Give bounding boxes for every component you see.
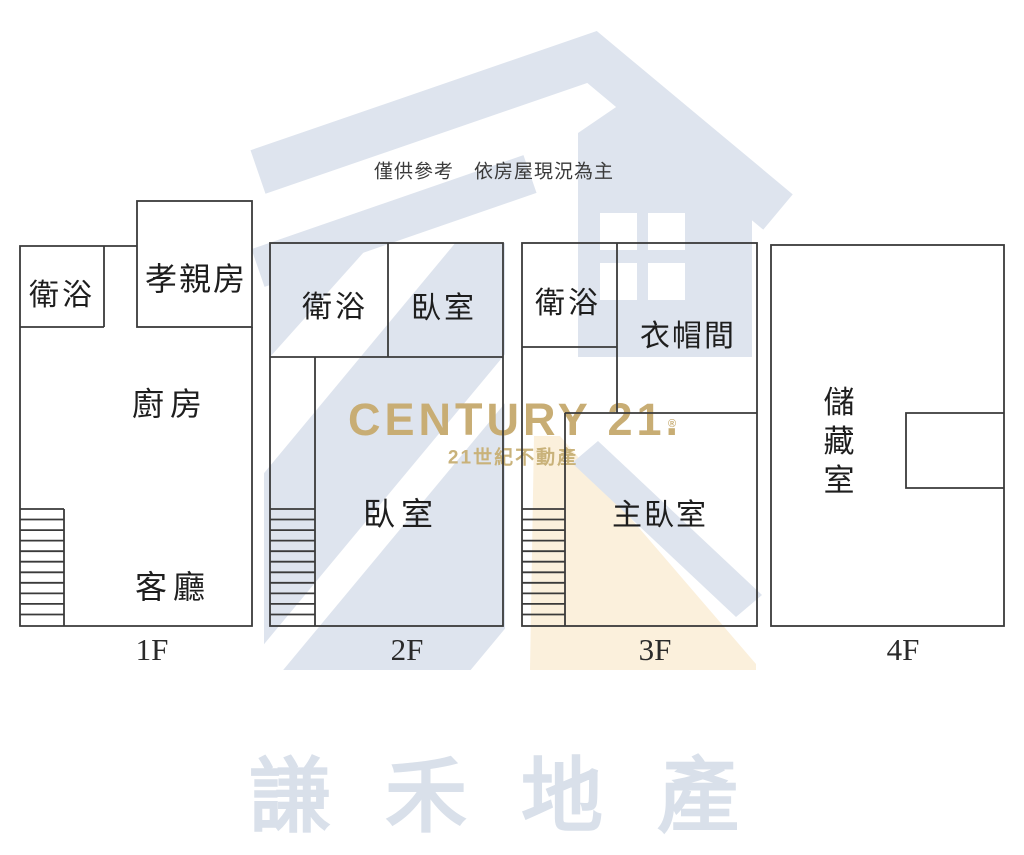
stairs-1f xyxy=(20,508,65,626)
room-label-bedroom-large-2f: 臥室 xyxy=(362,495,440,533)
monogram-bands-watermark xyxy=(264,243,505,670)
century21-logo-subtext: 21世紀不動產 xyxy=(447,447,579,469)
room-label-living-room-1f: 客廳 xyxy=(134,568,212,606)
floorplan-4f xyxy=(770,244,1005,627)
floorplan-2f xyxy=(269,242,504,627)
century21-logo-text: CENTURY 21. xyxy=(347,394,683,445)
room-label-bathroom-3f: 衛浴 xyxy=(535,286,601,321)
disclaimer-text: 僅供參考 依房屋現況為主 xyxy=(373,160,615,183)
roof-chevron-watermark-icon xyxy=(250,31,793,230)
room-label-bathroom-2f: 衛浴 xyxy=(302,290,368,325)
floor-label-2f: 2F xyxy=(390,632,424,667)
beige-triangle-watermark-icon xyxy=(530,436,756,670)
room-label-walk-in-closet-3f: 衣帽間 xyxy=(640,319,736,354)
floor-label-1f: 1F xyxy=(135,632,169,667)
registered-mark: ® xyxy=(668,418,677,430)
floor-label-3f: 3F xyxy=(638,632,672,667)
floor-label-4f: 4F xyxy=(886,632,920,667)
floorplan-1f xyxy=(19,200,253,627)
floorplan-3f xyxy=(521,242,758,627)
closet-nook-4f xyxy=(905,412,1004,489)
agency-name: 謙禾地產 xyxy=(248,751,794,843)
stairs-2f xyxy=(270,508,315,616)
room-label-storage-room-4f: 儲藏室 xyxy=(817,385,854,503)
room-label-bedroom-small-2f: 臥室 xyxy=(411,291,477,326)
room-label-kitchen-1f: 廚房 xyxy=(131,385,209,423)
stairs-3f xyxy=(522,508,565,616)
room-label-parents-room-1f: 孝親房 xyxy=(144,260,248,298)
blue-band-watermark-icon xyxy=(572,441,762,617)
room-label-bathroom-1f: 衛浴 xyxy=(29,278,95,313)
room-label-master-bedroom-3f: 主臥室 xyxy=(612,498,708,533)
